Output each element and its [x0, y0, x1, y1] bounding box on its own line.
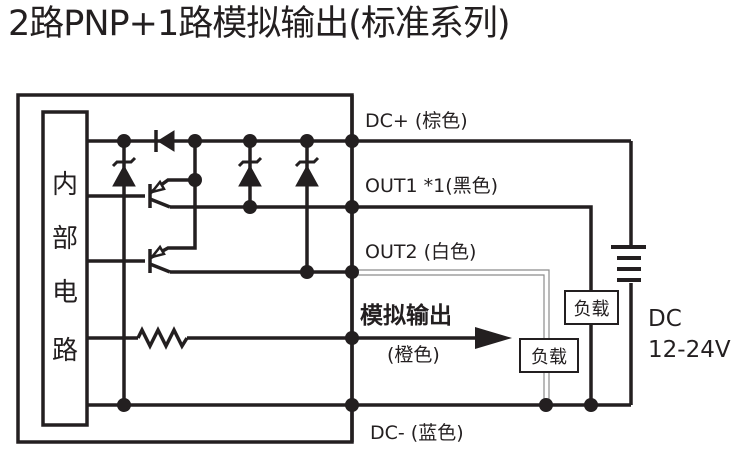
resistor-icon — [136, 326, 189, 350]
dc-minus-label: DC- (蓝色) — [370, 422, 464, 444]
diagram-title: 2路PNP+1路模拟输出(标准系列) — [8, 4, 511, 44]
load-box-out1: 负载 — [564, 290, 619, 325]
analog-output-label: 模拟输出 — [360, 303, 452, 329]
internal-circuit-char-2: 部 — [51, 224, 78, 254]
pnp-transistor-1-icon — [148, 178, 172, 209]
out1-name: OUT1 — [365, 175, 418, 197]
out2-wire-inner — [352, 274, 545, 338]
zener-diode-2 — [237, 156, 263, 187]
out1-label: OUT1 *1(黑色) — [365, 175, 498, 197]
analog-arrow-icon — [475, 327, 512, 349]
junction-dots — [117, 134, 598, 412]
dc-plus-label: DC+ (棕色) — [365, 110, 468, 132]
internal-circuit-char-4: 路 — [51, 336, 78, 366]
diode-icon — [154, 130, 175, 152]
zener-diode-icons — [111, 156, 320, 187]
zener-diode-1 — [111, 156, 137, 187]
internal-circuit-char-3: 电 — [51, 278, 78, 308]
power-supply-label-1: DC — [648, 306, 682, 332]
analog-color-label: (橙色) — [387, 344, 440, 366]
load-box-out2: 负载 — [519, 338, 579, 373]
out2-label: OUT2 (白色) — [365, 241, 477, 263]
pnp-transistor-2-icon — [148, 244, 172, 274]
battery-icon — [611, 245, 646, 282]
internal-circuit-char-1: 内 — [51, 170, 78, 200]
out2-wire-outer — [352, 269, 550, 338]
internal-circuit-box — [41, 110, 89, 427]
zener-diode-3 — [294, 156, 320, 187]
power-supply-label-2: 12-24V — [648, 337, 731, 363]
out1-note: *1(黑色) — [423, 175, 499, 197]
